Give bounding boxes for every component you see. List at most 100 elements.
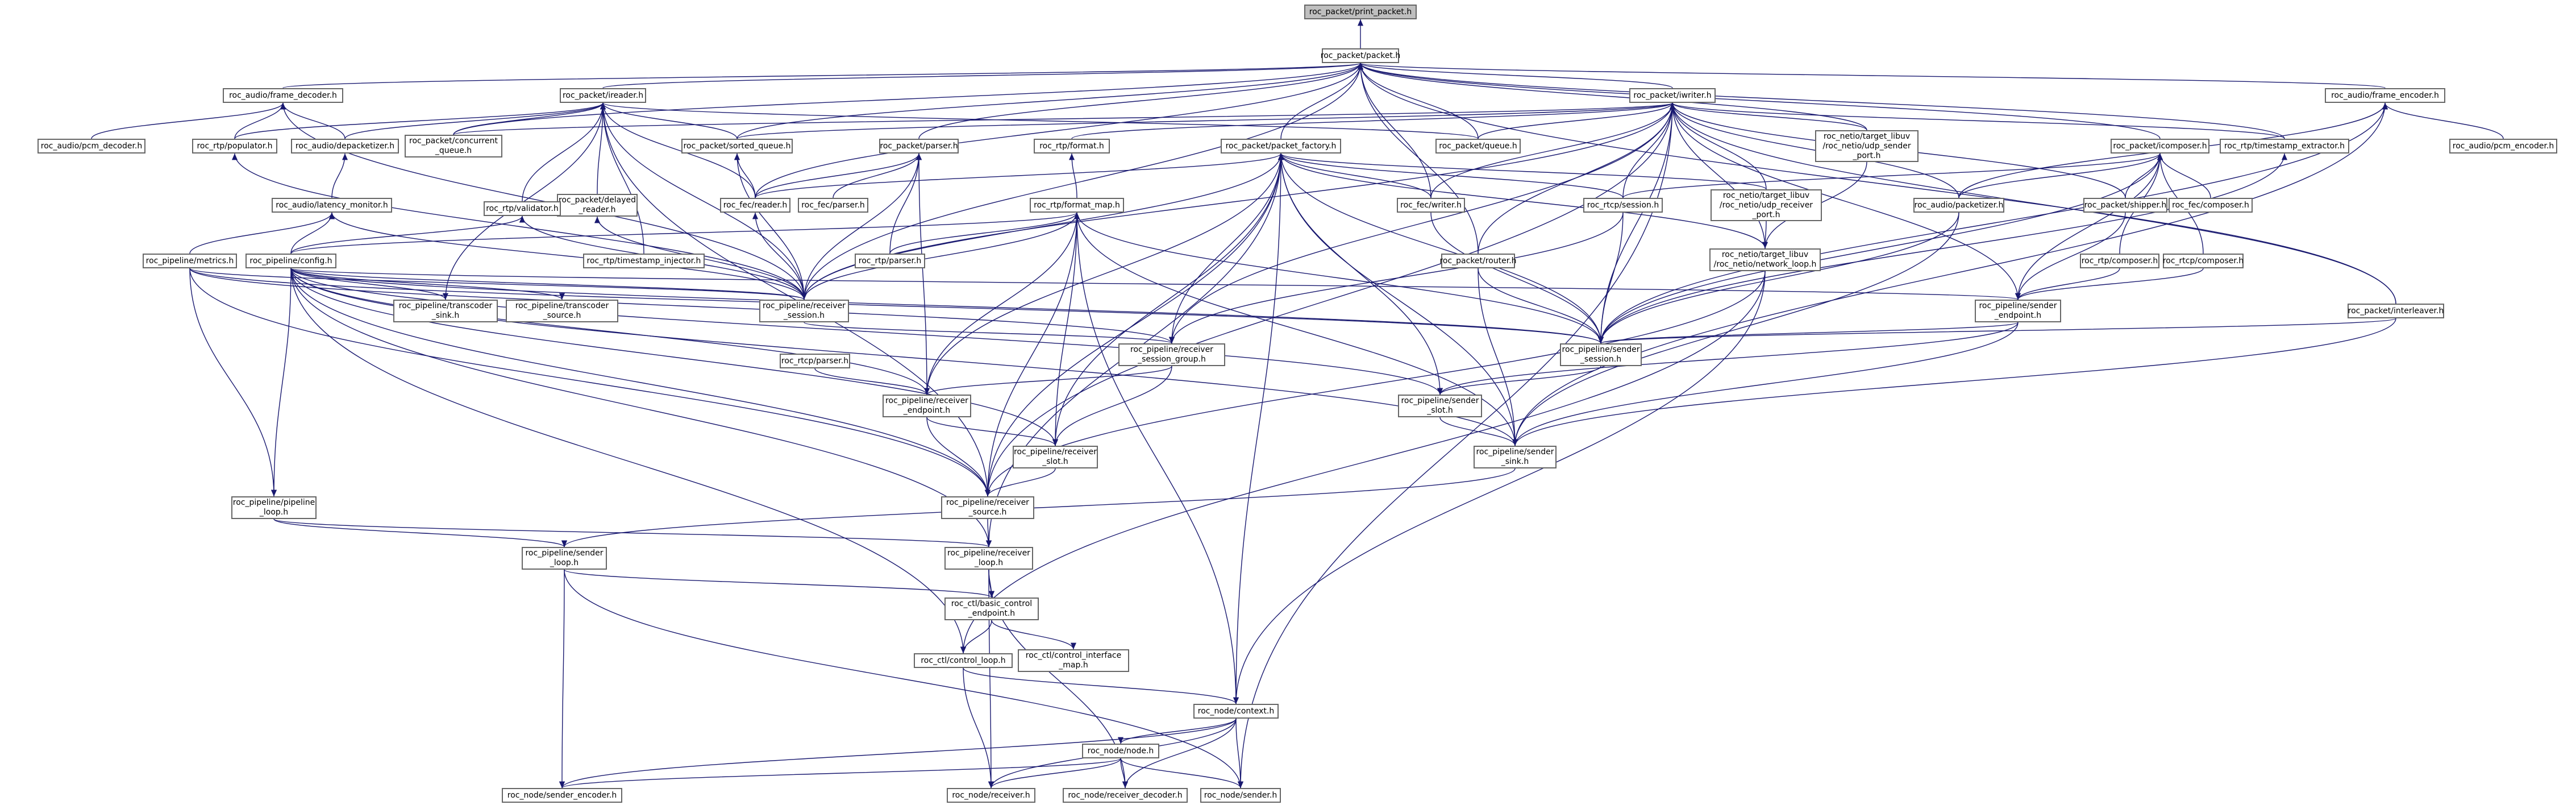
node-packet-icomposer[interactable]: roc_packet/icomposer.h: [2111, 139, 2209, 153]
node-control-interface-map[interactable]: roc_ctl/control_interface _map.h: [1018, 649, 1129, 672]
edge-receiver_slot-to-packet_factory: [1055, 153, 1284, 446]
node-pcm-decoder[interactable]: roc_audio/pcm_decoder.h: [38, 139, 145, 153]
node-node-node[interactable]: roc_node/node.h: [1082, 744, 1159, 758]
node-sender-sink[interactable]: roc_pipeline/sender _sink.h: [1474, 446, 1557, 468]
node-transcoder-source[interactable]: roc_pipeline/transcoder _source.h: [506, 300, 618, 322]
edge-receiver_session-to-fec_reader: [752, 212, 805, 300]
node-node-context[interactable]: roc_node/context.h: [1193, 704, 1279, 719]
node-node-sender[interactable]: roc_node/sender.h: [1200, 788, 1281, 803]
node-sorted-queue[interactable]: roc_packet/sorted_queue.h: [681, 139, 793, 153]
node-frame-encoder[interactable]: roc_audio/frame_encoder.h: [2325, 88, 2445, 103]
node-packet-interleaver[interactable]: roc_packet/interleaver.h: [2348, 304, 2444, 318]
edge-pparser-to-packet: [918, 63, 1363, 139]
node-receiver-session[interactable]: roc_pipeline/receiver _session.h: [759, 300, 849, 322]
edge-pipeline_loop-to-sender_loop: [273, 518, 567, 547]
node-packet[interactable]: roc_packet/packet.h: [1321, 48, 1400, 63]
node-pipeline-loop[interactable]: roc_pipeline/pipeline _loop.h: [231, 496, 317, 519]
edge-network_loop-to-control_loop: [960, 271, 1766, 654]
node-rtp-format-map[interactable]: roc_rtp/format_map.h: [1030, 198, 1124, 213]
node-sender-endpoint[interactable]: roc_pipeline/sender _endpoint.h: [1975, 300, 2061, 322]
edge-metrics-to-sender_session: [189, 268, 1604, 344]
node-rtp-format[interactable]: roc_rtp/format.h: [1034, 139, 1110, 153]
node-frame-decoder[interactable]: roc_audio/frame_decoder.h: [223, 88, 343, 103]
edge-receiver_source-to-format_map: [987, 212, 1080, 497]
node-rtp-parser[interactable]: roc_rtp/parser.h: [855, 254, 925, 268]
node-receiver-loop[interactable]: roc_pipeline/receiver _loop.h: [944, 547, 1033, 570]
node-udp-sender-port[interactable]: roc_netio/target_libuv /roc_netio/udp_se…: [1815, 130, 1919, 162]
node-udp-receiver-port[interactable]: roc_netio/target_libuv /roc_netio/udp_re…: [1711, 189, 1822, 221]
node-packet-factory[interactable]: roc_packet/packet_factory.h: [1221, 139, 1341, 153]
edge-node_context-to-node_node: [1118, 718, 1237, 744]
node-delayed-reader[interactable]: roc_packet/delayed _reader.h: [557, 194, 638, 217]
node-latency-monitor[interactable]: roc_audio/latency_monitor.h: [272, 198, 392, 213]
edge-basic_control_endpoint-to-control_interface_map: [991, 620, 1076, 650]
node-transcoder-sink[interactable]: roc_pipeline/transcoder _sink.h: [393, 300, 498, 322]
node-packet-router[interactable]: roc_packet/router.h: [1439, 254, 1517, 268]
node-receiver-slot[interactable]: roc_pipeline/receiver _slot.h: [1013, 446, 1098, 468]
node-receiver-source[interactable]: roc_pipeline/receiver _source.h: [941, 496, 1034, 519]
node-packet-ireader[interactable]: roc_packet/ireader.h: [560, 88, 646, 103]
node-rtp-validator[interactable]: roc_rtp/validator.h: [484, 201, 561, 216]
edge-packet_reader-to-packet: [602, 63, 1363, 89]
node-network-loop[interactable]: roc_netio/target_libuv /roc_netio/networ…: [1709, 248, 1821, 271]
edge-sender_session-to-packet_writer: [1600, 102, 1676, 344]
edge-receiver_session-to-format_map: [804, 212, 1080, 300]
node-pipeline-config[interactable]: roc_pipeline/config.h: [245, 254, 336, 268]
edge-format_map-to-rtp_format: [1068, 153, 1077, 198]
edge-node_node-to-node_sender_encoder: [559, 758, 1121, 789]
edge-receiver_session-to-populator: [232, 153, 805, 300]
node-rtp-populator[interactable]: roc_rtp/populator.h: [192, 139, 277, 153]
node-packet-queue[interactable]: roc_packet/queue.h: [1435, 139, 1521, 153]
edge-receiver_session_group-to-receiver_slot: [1052, 366, 1172, 446]
node-rtcp-parser[interactable]: roc_rtcp/parser.h: [780, 354, 850, 368]
node-control-loop[interactable]: roc_ctl/control_loop.h: [914, 653, 1013, 668]
edge-basic_control_endpoint-to-control_loop: [960, 620, 992, 654]
edge-control_loop-to-node_context: [963, 667, 1239, 704]
edge-pconfig-to-pipeline_loop: [270, 268, 292, 497]
edge-node_context-to-node_sender: [1235, 718, 1244, 789]
node-receiver-endpoint[interactable]: roc_pipeline/receiver _endpoint.h: [883, 395, 971, 417]
node-fec-parser[interactable]: roc_fec/parser.h: [798, 198, 868, 213]
edge-packetizer-to-sender_session: [1598, 212, 1959, 344]
node-timestamp-extractor[interactable]: roc_rtp/timestamp_extractor.h: [2220, 139, 2349, 153]
node-basic-control-endpoint[interactable]: roc_ctl/basic_control _endpoint.h: [944, 598, 1039, 620]
edge-interleaver-to-packet: [1358, 63, 2396, 304]
node-depacketizer[interactable]: roc_audio/depacketizer.h: [291, 139, 399, 153]
edge-rtcp_session-to-packet_writer: [1622, 102, 1676, 198]
edge-latency_monitor-to-depacketizer: [331, 153, 348, 198]
node-receiver-session-group[interactable]: roc_pipeline/receiver _session_group.h: [1118, 343, 1225, 366]
node-node-sender-encoder[interactable]: roc_node/sender_encoder.h: [502, 788, 622, 803]
node-sender-slot[interactable]: roc_pipeline/sender _slot.h: [1398, 395, 1482, 417]
edge-sender_session-to-packet_factory: [1278, 153, 1601, 344]
node-node-receiver[interactable]: roc_node/receiver.h: [947, 788, 1035, 803]
node-packet-shipper[interactable]: roc_packet/shipper.h: [2083, 198, 2167, 213]
node-rtcp-composer[interactable]: roc_rtcp/composer.h: [2163, 254, 2244, 268]
edge-depacketizer-to-packet_reader: [344, 102, 606, 139]
edge-interleaver-to-packet_writer: [1670, 102, 2396, 304]
node-fec-writer[interactable]: roc_fec/writer.h: [1397, 198, 1465, 213]
edge-sender_endpoint-to-sender_slot: [1437, 322, 2019, 395]
node-rtp-composer[interactable]: roc_rtp/composer.h: [2080, 254, 2159, 268]
edge-receiver_session-to-packet_factory: [804, 153, 1284, 300]
node-rtcp-session[interactable]: roc_rtcp/session.h: [1583, 198, 1663, 213]
edge-sender_endpoint-to-sender_session: [1598, 322, 2019, 344]
node-concurrent-queue[interactable]: roc_packet/concurrent _queue.h: [405, 135, 502, 157]
node-packetizer[interactable]: roc_audio/packetizer.h: [1913, 198, 2004, 213]
node-packet-iwriter[interactable]: roc_packet/iwriter.h: [1629, 88, 1716, 103]
node-pipeline-metrics[interactable]: roc_pipeline/metrics.h: [143, 254, 237, 268]
edge-sorted_queue-to-packet_reader: [600, 102, 738, 139]
edge-receiver_slot-to-format_map: [1055, 212, 1080, 446]
edge-sorted_queue-to-packet: [736, 63, 1363, 139]
node-node-receiver-decoder[interactable]: roc_node/receiver_decoder.h: [1063, 788, 1188, 803]
node-fec-composer[interactable]: roc_fec/composer.h: [2169, 198, 2253, 213]
edge-network_loop-to-packet_factory: [1278, 153, 1766, 249]
edge-packet_writer-to-packet: [1358, 63, 1673, 89]
node-sender-session[interactable]: roc_pipeline/sender _session.h: [1560, 343, 1642, 366]
node-pcm-encoder[interactable]: roc_audio/pcm_encoder.h: [2449, 139, 2557, 153]
node-sender-loop[interactable]: roc_pipeline/sender _loop.h: [522, 547, 607, 570]
node-packet-parser[interactable]: roc_packet/parser.h: [879, 139, 959, 153]
edge-pconfig-to-sender_session: [290, 268, 1604, 344]
node-timestamp-injector[interactable]: roc_rtp/timestamp_injector.h: [583, 254, 705, 268]
node-fec-reader[interactable]: roc_fec/reader.h: [720, 198, 790, 213]
